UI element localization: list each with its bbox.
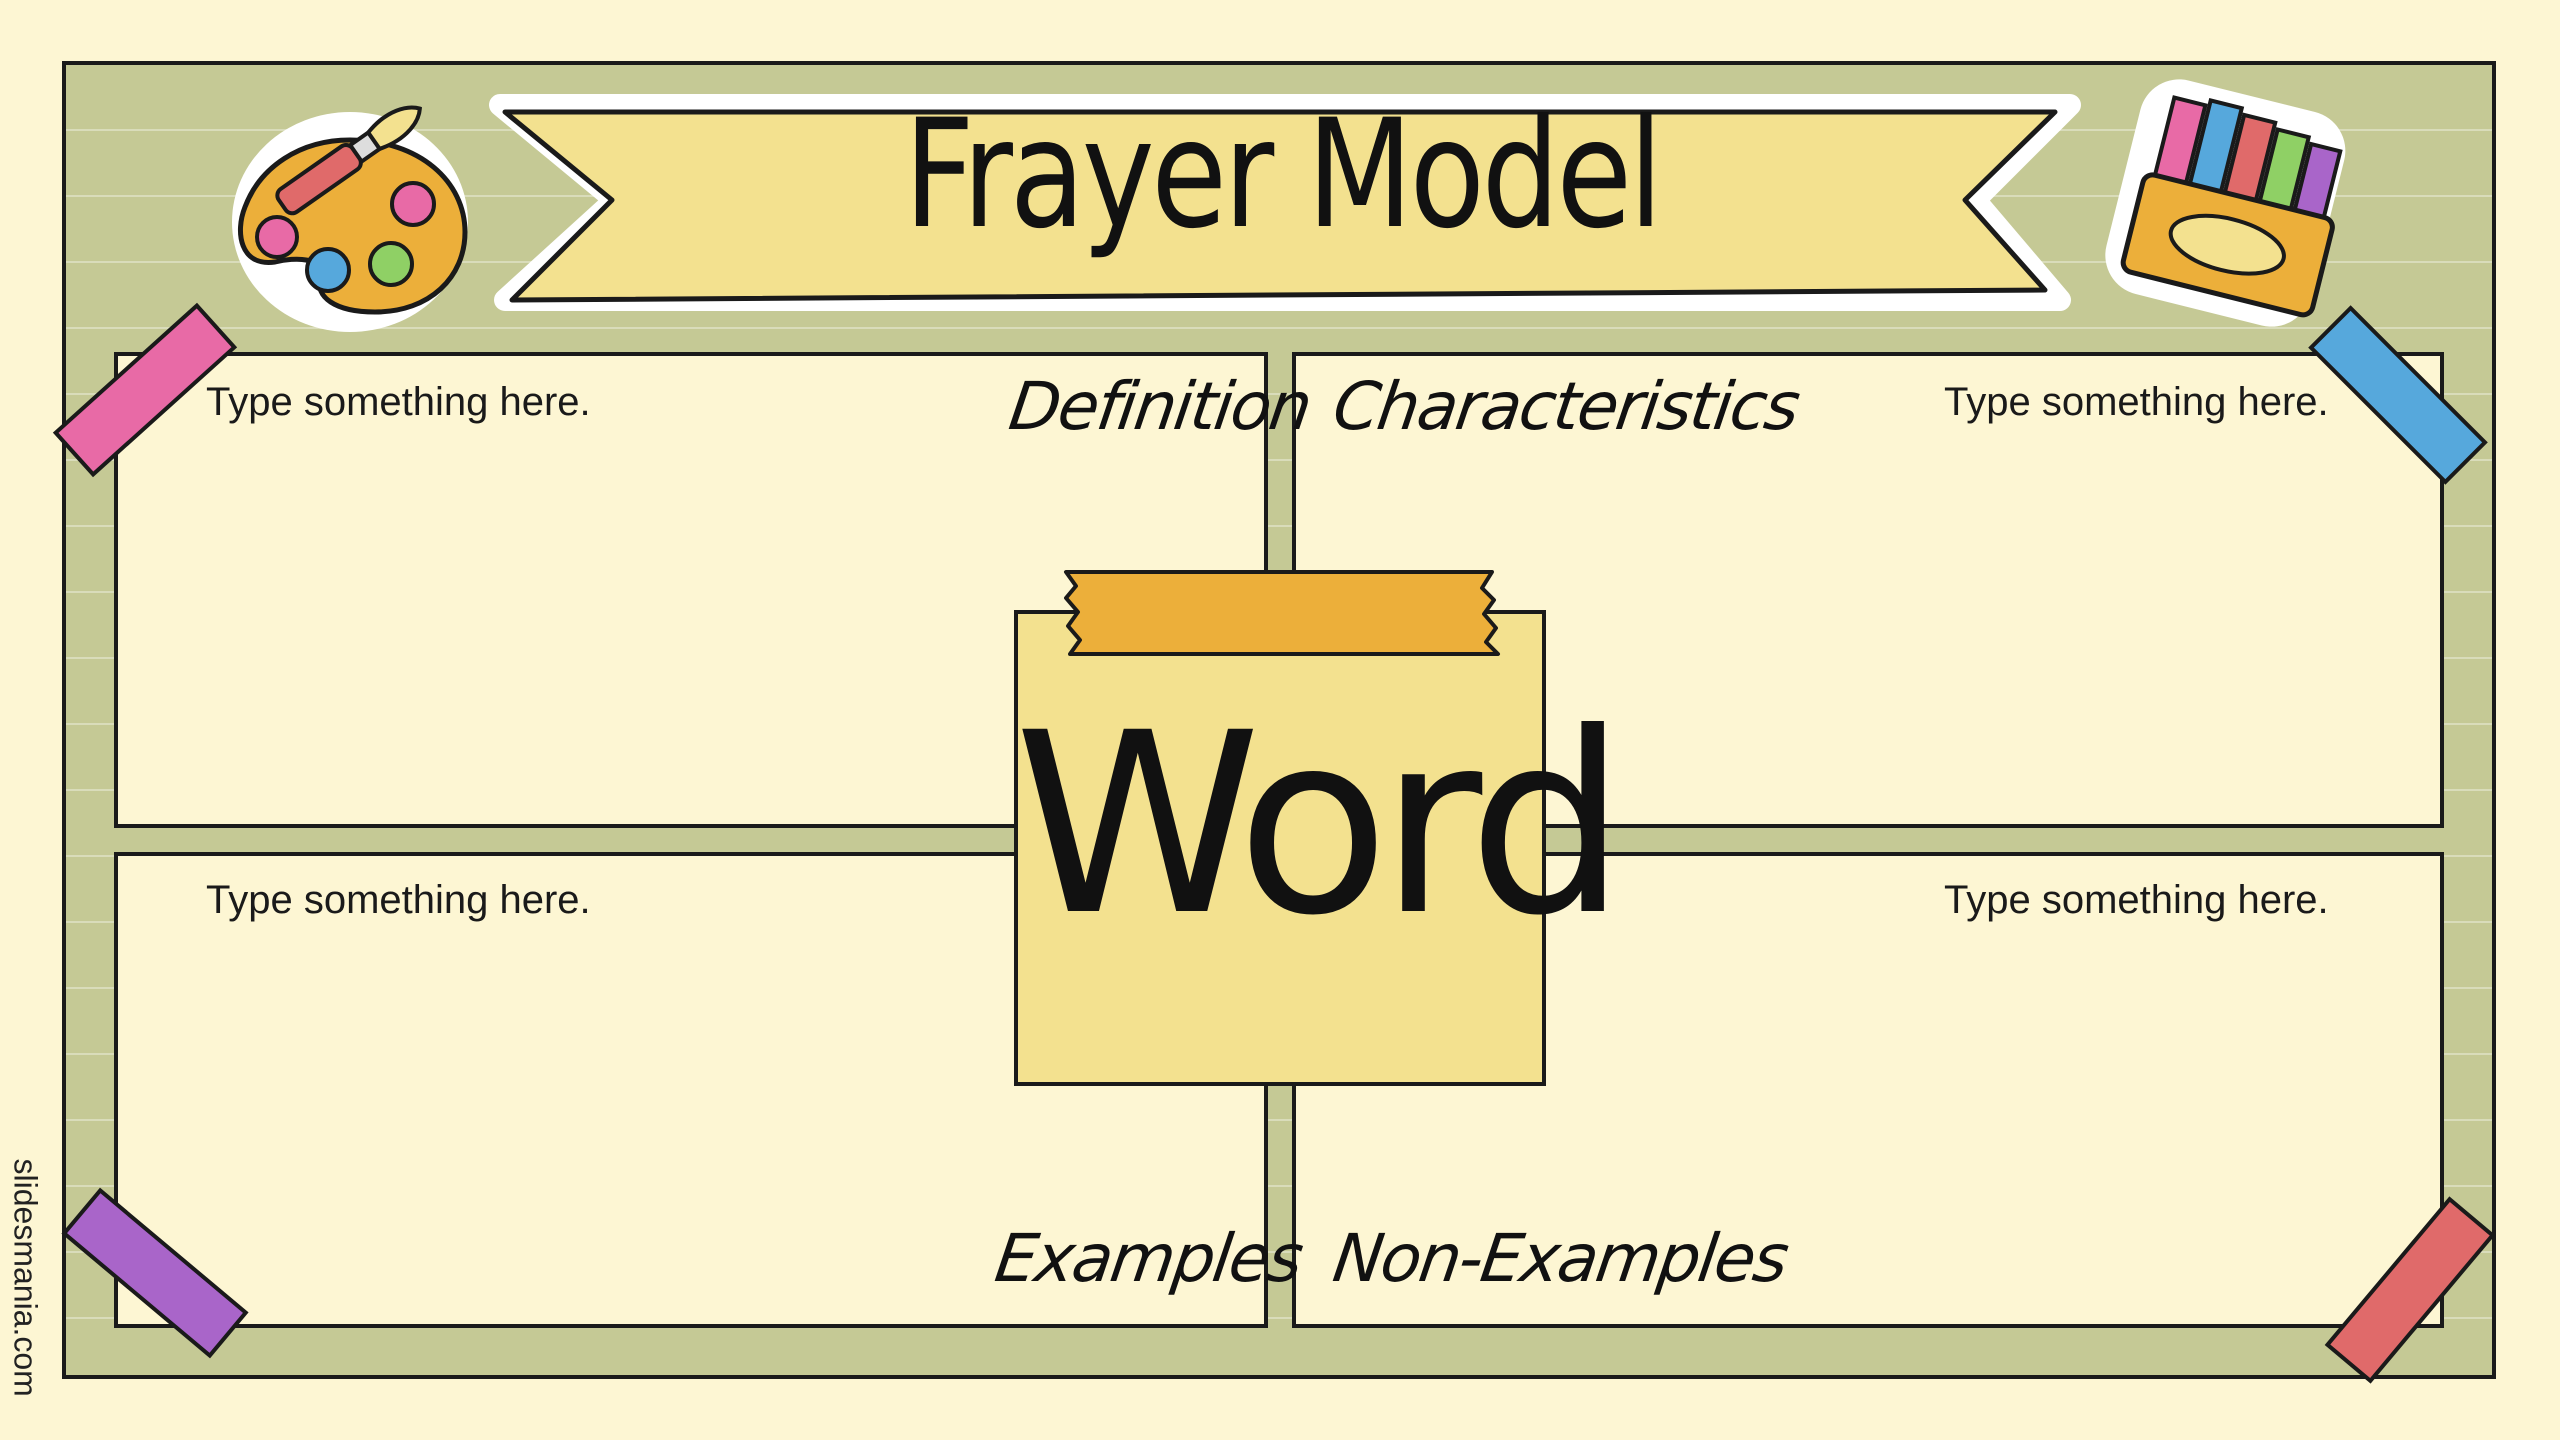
crayon-box-icon (2105, 79, 2346, 327)
pink-tape (52, 302, 238, 478)
definition-placeholder[interactable]: Type something here. (206, 380, 591, 424)
examples-placeholder[interactable]: Type something here. (206, 878, 591, 922)
page-title: Frayer Model (903, 88, 1663, 262)
center-sticky-note (1014, 610, 1546, 1086)
center-word[interactable]: Word (1014, 679, 1627, 970)
purple-tape (61, 1187, 249, 1359)
non-examples-placeholder[interactable]: Type something here. (1944, 878, 2329, 922)
title-banner (489, 94, 2081, 311)
red-tape (2324, 1196, 2496, 1384)
blue-tape (2308, 305, 2488, 485)
watermark: slidesmania.com (7, 1158, 44, 1397)
paint-palette-icon (232, 105, 468, 332)
characteristics-placeholder[interactable]: Type something here. (1944, 380, 2329, 424)
